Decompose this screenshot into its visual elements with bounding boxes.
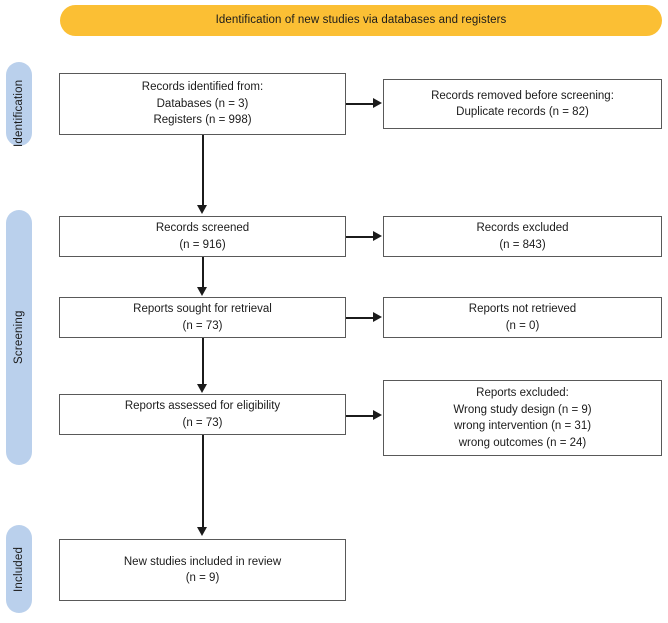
box-line: (n = 73) (182, 416, 223, 429)
box-line: (n = 916) (179, 238, 226, 251)
arrowhead-assessed-to-excluded (373, 410, 382, 420)
box-line: Reports not retrieved (468, 303, 577, 315)
box-line: wrong outcomes (n = 24) (458, 436, 587, 449)
box-line: (n = 0) (505, 319, 540, 332)
stage-label-included: Included (13, 546, 25, 592)
box-line: Databases (n = 3) (156, 97, 249, 110)
arrowhead-assessed-to-included (197, 527, 207, 536)
connector-assessed-to-excluded (346, 415, 375, 417)
arrowhead-screened-to-sought (197, 287, 207, 296)
arrowhead-sought-to-assessed (197, 384, 207, 393)
box-line: Reports assessed for eligibility (124, 400, 281, 412)
box-line: wrong intervention (n = 31) (453, 420, 592, 432)
box-line: (n = 9) (185, 572, 220, 584)
box-records-removed: Records removed before screening: Duplic… (383, 79, 662, 129)
connector-screened-to-excluded (346, 236, 375, 238)
box-line: Registers (n = 998) (153, 114, 252, 127)
box-records-identified: Records identified from: Databases (n = … (59, 73, 346, 135)
stage-label-screening: Screening (13, 310, 25, 365)
connector-sought-to-assessed (202, 338, 204, 386)
connector-screened-to-sought (202, 257, 204, 289)
connector-identified-to-removed (346, 103, 375, 105)
box-reports-not-retrieved: Reports not retrieved (n = 0) (383, 297, 662, 338)
arrowhead-identified-to-screened (197, 205, 207, 214)
box-reports-excluded: Reports excluded: Wrong study design (n … (383, 380, 662, 456)
connector-sought-to-not-retrieved (346, 317, 375, 319)
box-reports-sought: Reports sought for retrieval (n = 73) (59, 297, 346, 338)
box-line: Reports excluded: (476, 387, 569, 399)
box-line: Records screened (155, 222, 250, 234)
box-line: Records identified from: (141, 81, 264, 94)
arrowhead-screened-to-excluded (373, 231, 382, 241)
stage-label-identification: Identification (13, 79, 25, 147)
box-new-studies-included: New studies included in review (n = 9) (59, 539, 346, 601)
box-line: Records excluded (476, 222, 569, 234)
stage-pill-included (6, 525, 32, 613)
stage-pill-screening (6, 210, 32, 465)
box-line: Wrong study design (n = 9) (453, 403, 592, 416)
box-reports-assessed: Reports assessed for eligibility (n = 73… (59, 394, 346, 435)
connector-assessed-to-included (202, 435, 204, 528)
box-line: (n = 843) (499, 238, 546, 251)
box-records-screened: Records screened (n = 916) (59, 216, 346, 257)
box-line: Records removed before screening: (431, 89, 614, 102)
arrowhead-identified-to-removed (373, 98, 382, 108)
identification-banner: Identification of new studies via databa… (60, 5, 662, 36)
box-line: (n = 73) (182, 319, 223, 332)
box-line: Reports sought for retrieval (133, 303, 272, 315)
box-line: Duplicate records (n = 82) (456, 106, 589, 118)
arrowhead-sought-to-not-retrieved (373, 312, 382, 322)
stage-pill-identification (6, 62, 32, 146)
box-line: New studies included in review (123, 555, 282, 568)
connector-identified-to-screened (202, 135, 204, 207)
banner-title: Identification of new studies via databa… (215, 13, 507, 26)
box-records-excluded: Records excluded (n = 843) (383, 216, 662, 257)
